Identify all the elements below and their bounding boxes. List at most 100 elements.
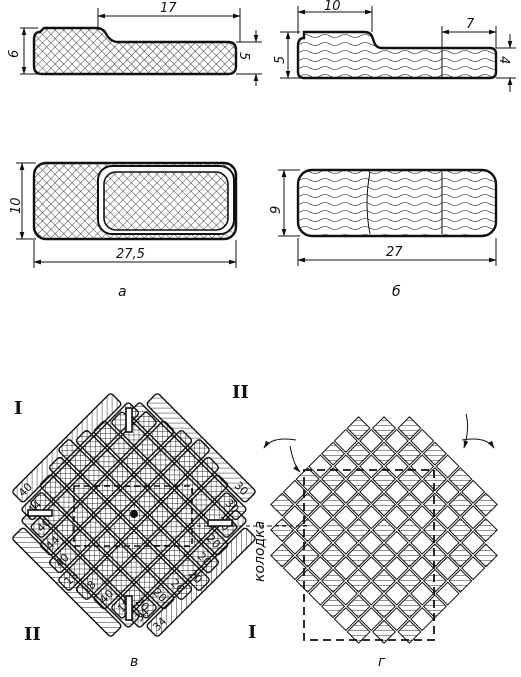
dim-top-right: 7 bbox=[466, 17, 475, 32]
weave-cell bbox=[422, 594, 447, 619]
weave-cell bbox=[371, 441, 397, 466]
weave-cell bbox=[308, 556, 333, 581]
weave-cell bbox=[346, 619, 371, 644]
weave-cell bbox=[359, 607, 384, 632]
weave-cell bbox=[359, 530, 384, 555]
weave-cell bbox=[397, 517, 422, 543]
weave-cell bbox=[397, 492, 422, 517]
weave-cell bbox=[422, 441, 447, 466]
weave-cell bbox=[359, 479, 384, 504]
weave-cell bbox=[410, 530, 435, 555]
weave-cell bbox=[308, 530, 333, 555]
last-label: колодка bbox=[252, 521, 268, 582]
weave-cell bbox=[410, 428, 435, 453]
weave-cell bbox=[448, 467, 473, 492]
weave-cell bbox=[321, 441, 346, 466]
weave-cell bbox=[384, 505, 409, 530]
weave-cell bbox=[308, 479, 333, 504]
weave-cell bbox=[359, 581, 384, 606]
weave-cell bbox=[308, 454, 333, 479]
caption-v: в bbox=[130, 654, 138, 670]
weave-cell bbox=[384, 454, 409, 479]
weave-cell bbox=[333, 479, 358, 504]
weave-cell bbox=[397, 416, 422, 441]
weave-cell bbox=[461, 479, 486, 504]
caption-b: б bbox=[392, 284, 401, 300]
weave-cell bbox=[371, 467, 397, 492]
weave-cell bbox=[295, 467, 320, 492]
weave-cell bbox=[461, 530, 486, 555]
weave-cell bbox=[435, 530, 460, 555]
weave-cell bbox=[371, 416, 397, 441]
weave-cell bbox=[321, 543, 346, 568]
weave-cell bbox=[359, 556, 384, 581]
weave-cell bbox=[473, 492, 498, 517]
weave-cell bbox=[333, 530, 358, 555]
weave-cell bbox=[435, 556, 460, 581]
weave-cell bbox=[359, 428, 384, 453]
weave-cell bbox=[346, 543, 371, 568]
weave-cell bbox=[422, 467, 447, 492]
weave-cell bbox=[333, 428, 358, 453]
weave-cell bbox=[397, 619, 422, 644]
weave-cell bbox=[384, 607, 409, 632]
weave-cell bbox=[371, 517, 397, 543]
last-top-view bbox=[296, 168, 498, 238]
dim-height: 10 bbox=[9, 197, 24, 214]
weave-cell bbox=[371, 619, 397, 644]
weave-cell bbox=[435, 454, 460, 479]
weave-cell bbox=[359, 454, 384, 479]
insole-side-profile bbox=[32, 26, 238, 76]
dim-top: 17 bbox=[160, 1, 177, 16]
weave-cell bbox=[270, 543, 295, 568]
panel-a: 17 6 5 10 27,5 а bbox=[7, 1, 262, 300]
weave-cell bbox=[422, 517, 447, 543]
strip: 20 bbox=[75, 429, 220, 574]
weave-cell bbox=[346, 594, 371, 619]
weave-cell bbox=[333, 581, 358, 606]
weave-cell bbox=[321, 467, 346, 492]
strip: 20 bbox=[30, 492, 157, 619]
weave-cell bbox=[397, 568, 422, 593]
weave-cell bbox=[270, 517, 295, 543]
weave-cell bbox=[410, 479, 435, 504]
section-mark-bottom-right: I bbox=[248, 622, 256, 643]
weave-cell bbox=[333, 607, 358, 632]
weave-cell bbox=[448, 543, 473, 568]
strip: 30 bbox=[128, 402, 247, 521]
weave-cell bbox=[473, 543, 498, 568]
strip: 20 bbox=[48, 456, 193, 601]
weave-cell bbox=[346, 467, 371, 492]
weave-cell bbox=[295, 492, 320, 517]
dim-length: 27,5 bbox=[116, 247, 145, 262]
weave-cell bbox=[422, 568, 447, 593]
strip: 20 bbox=[93, 420, 229, 556]
weave-cell bbox=[295, 543, 320, 568]
section-mark-top-right: II bbox=[232, 382, 249, 403]
weave-cell bbox=[321, 492, 346, 517]
weave-cell bbox=[270, 492, 295, 517]
weave-cell bbox=[295, 568, 320, 593]
section-mark-bottom-left: II bbox=[24, 624, 41, 645]
weave-cell bbox=[397, 543, 422, 568]
weave-cell bbox=[410, 607, 435, 632]
weave-cell bbox=[461, 505, 486, 530]
weave-cell bbox=[410, 454, 435, 479]
dim-top-left: 10 bbox=[324, 0, 341, 14]
dim-length-b: 27 bbox=[386, 245, 403, 260]
weave-cell bbox=[461, 556, 486, 581]
weave-cell bbox=[384, 556, 409, 581]
dim-left-b: 5 bbox=[273, 56, 288, 64]
weave-cell bbox=[473, 517, 498, 543]
weave-cell bbox=[410, 556, 435, 581]
dim-right: 5 bbox=[236, 52, 251, 60]
weave-cell bbox=[295, 517, 320, 543]
weave-cell bbox=[282, 530, 307, 555]
weave-cell bbox=[282, 479, 307, 504]
weave-cell bbox=[384, 581, 409, 606]
weave-cell bbox=[308, 581, 333, 606]
weave-cell bbox=[346, 492, 371, 517]
weave-cell bbox=[321, 594, 346, 619]
weave-cell bbox=[448, 568, 473, 593]
